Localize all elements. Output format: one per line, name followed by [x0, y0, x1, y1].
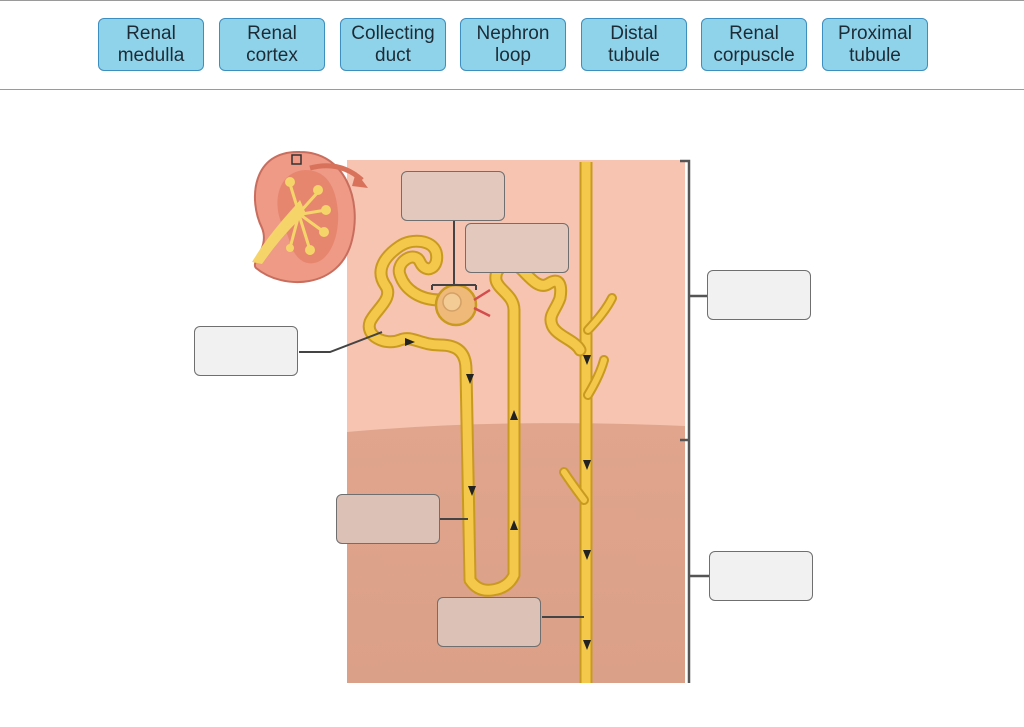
glomerulus-icon [434, 283, 491, 327]
chip-collecting-duct[interactable]: Collecting duct [340, 18, 446, 71]
drop-target-duct[interactable] [437, 597, 541, 647]
leader-lines [299, 212, 584, 618]
chip-nephron-loop[interactable]: Nephron loop [460, 18, 566, 71]
drop-target-corpuscle[interactable] [401, 171, 505, 221]
drop-target-region-top[interactable] [707, 270, 811, 320]
chip-proximal-tubule[interactable]: Proximal tubule [822, 18, 928, 71]
drop-target-tubule-top[interactable] [465, 223, 569, 273]
chip-renal-cortex[interactable]: Renal cortex [219, 18, 325, 71]
region-brackets [680, 159, 709, 683]
kidney-inset-icon [252, 150, 368, 284]
word-bank: Renal medulla Renal cortex Collecting du… [0, 0, 1024, 90]
chip-distal-tubule[interactable]: Distal tubule [581, 18, 687, 71]
drop-target-loop[interactable] [336, 494, 440, 544]
chip-renal-corpuscle[interactable]: Renal corpuscle [701, 18, 807, 71]
drop-target-left[interactable] [194, 326, 298, 376]
drop-target-region-bottom[interactable] [709, 551, 813, 601]
chip-renal-medulla[interactable]: Renal medulla [98, 18, 204, 71]
collecting-duct-shape [559, 162, 617, 683]
nephron-tubules [362, 234, 587, 597]
